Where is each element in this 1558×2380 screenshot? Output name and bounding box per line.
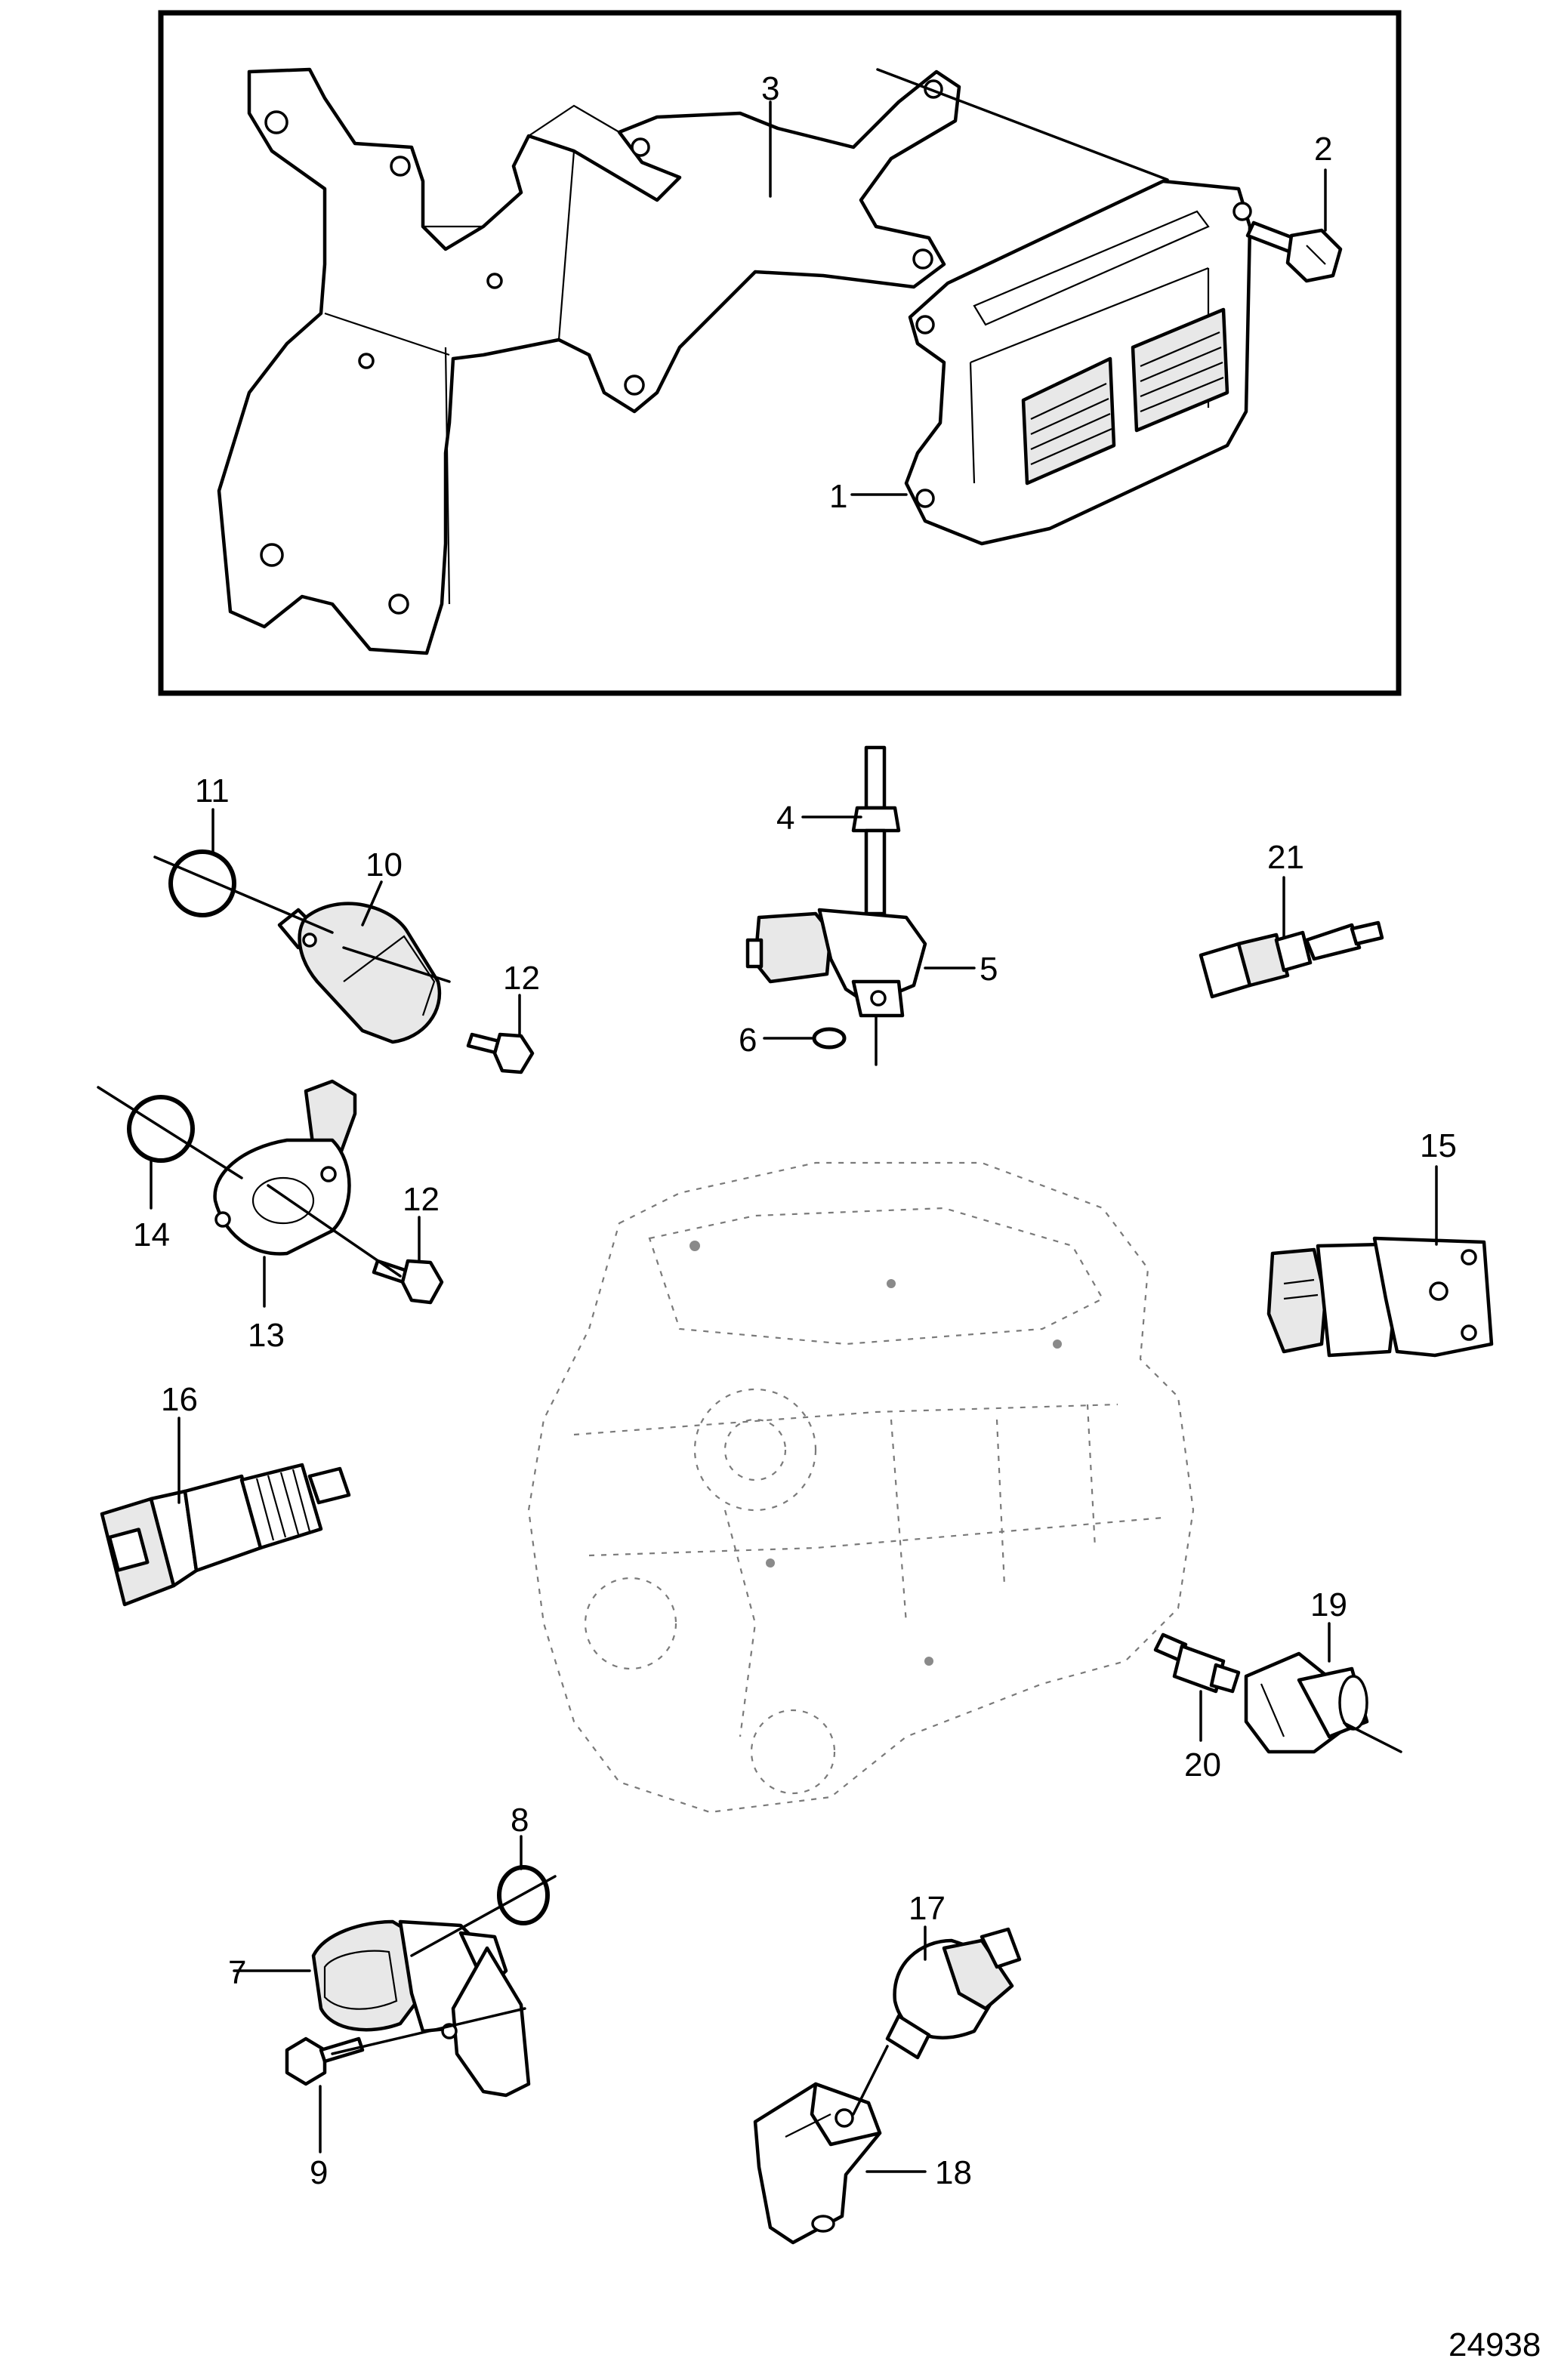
sensor-21 xyxy=(1199,920,1384,999)
o-ring-8 xyxy=(497,1865,550,1925)
engine-outline xyxy=(527,1161,1195,1814)
callout-8: 8 xyxy=(511,1802,529,1839)
callout-17: 17 xyxy=(909,1890,946,1927)
ecu-bolt xyxy=(1245,220,1343,283)
callout-7: 7 xyxy=(228,1954,246,1991)
bolt-12-upper xyxy=(466,1032,535,1074)
o-ring-14 xyxy=(127,1095,195,1163)
callout-13: 13 xyxy=(248,1317,285,1354)
pressure-switch-19 xyxy=(1244,1651,1369,1754)
ecu-assembly-frame xyxy=(158,10,1402,696)
callout-18: 18 xyxy=(935,2154,972,2191)
callout-19: 19 xyxy=(1310,1586,1347,1623)
callout-6: 6 xyxy=(739,1022,757,1059)
callout-12a: 12 xyxy=(503,960,540,997)
callout-3: 3 xyxy=(761,70,779,107)
temperature-sensor-16 xyxy=(100,1463,351,1607)
callout-20: 20 xyxy=(1184,1746,1221,1783)
speed-sensor-5 xyxy=(745,908,927,1018)
pressure-sensor-17 xyxy=(885,1927,1022,2060)
sensor-7 xyxy=(311,1919,531,2098)
o-ring-11 xyxy=(168,849,236,917)
callout-10: 10 xyxy=(366,846,403,883)
callout-21: 21 xyxy=(1267,839,1304,876)
callout-15: 15 xyxy=(1420,1127,1457,1164)
camshaft-sensor-13 xyxy=(213,1079,357,1256)
callout-12b: 12 xyxy=(403,1181,440,1218)
callout-11: 11 xyxy=(195,772,230,809)
callout-16: 16 xyxy=(161,1381,198,1418)
sensor-15 xyxy=(1266,1236,1494,1358)
callout-14: 14 xyxy=(133,1216,170,1253)
adapter-18 xyxy=(753,2082,882,2245)
pressure-sensor-10 xyxy=(277,902,442,1044)
callout-1: 1 xyxy=(829,478,847,515)
callout-9: 9 xyxy=(310,2154,328,2191)
stud-4 xyxy=(851,745,901,916)
callout-5: 5 xyxy=(980,951,998,988)
bolt-12-lower xyxy=(372,1259,444,1305)
adapter-20 xyxy=(1153,1632,1241,1694)
callout-2: 2 xyxy=(1314,131,1332,168)
o-ring-6 xyxy=(812,1027,847,1050)
callout-4: 4 xyxy=(776,800,794,837)
figure-number: 24938 xyxy=(1448,2326,1541,2363)
ecu-mounting-bracket xyxy=(217,67,961,655)
engine-control-unit xyxy=(904,179,1252,546)
bolt-9 xyxy=(285,2036,365,2086)
